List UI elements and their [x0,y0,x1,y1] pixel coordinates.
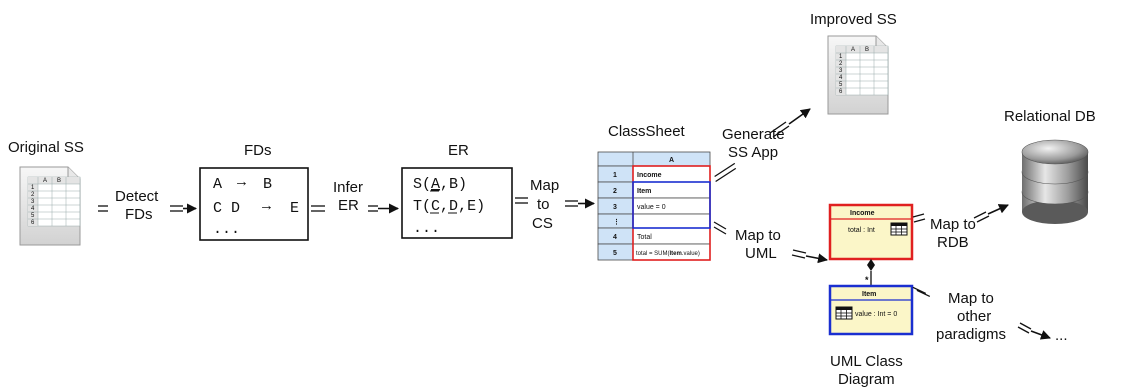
cs-cell-sum: total = SUM(Item.value) [636,251,700,257]
uml-diagram-label-2: Diagram [838,371,895,388]
uml-income-class: Income total : Int [828,203,914,261]
infer-label-2: ER [338,197,359,214]
er-ellipsis: ... [413,220,440,237]
uml-item-class: Item value : Int = 0 [828,284,914,336]
infer-step: Infer ER [311,179,399,214]
detect-label-1: Detect [115,188,159,205]
cs-row-num: 4 [613,234,617,241]
map-other-label-1: Map to [948,290,994,307]
fd-ellipsis: ... [213,221,240,238]
map-other-label-3: paradigms [936,326,1006,343]
ss-icon-row-num: 5 [31,213,35,219]
improved-ss-label: Improved SS [810,11,897,28]
cs-row-num: 5 [613,250,617,257]
uml-composition: * [865,259,875,286]
cs-cell-value: value = 0 [637,204,666,211]
classsheet-label: ClassSheet [608,123,686,140]
cs-cell-total: Total [637,234,652,241]
cs-cell-item: Item [637,188,651,195]
generate-label-1: Generate [722,126,785,143]
original-ss-label: Original SS [8,139,84,156]
ss-icon-col-a: A [851,47,855,53]
uml-income-attr: total : Int [848,227,875,234]
infer-label-1: Infer [333,179,363,196]
ss-icon-row-num: 4 [31,206,35,212]
other-ellipsis: ... [1055,327,1068,344]
generate-step: Generate SS App [714,108,811,183]
map-other-step: Map to other paradigms ... [912,286,1068,344]
uml-item-attr: value : Int = 0 [855,311,897,318]
ss-icon-row-num: 4 [839,75,843,81]
classsheet: A 1 Income 2 Item 3 value = 0 ⋮ 4 [597,151,711,261]
map-uml-label-2: UML [745,245,777,262]
fds-label: FDs [244,142,272,159]
generate-label-2: SS App [728,144,778,161]
ss-icon-row-num: 3 [31,199,35,205]
map-rdb-label-2: RDB [937,234,969,251]
map-cs-label-1: Map [530,177,559,194]
cs-item-frame [632,181,711,229]
cs-row-num: 1 [613,172,617,179]
database-icon [1021,139,1089,224]
uml-diagram-label-1: UML Class [830,353,903,370]
cs-row-num: 2 [613,188,617,195]
table-icon [835,306,853,320]
detect-label-2: FDs [125,206,153,223]
cs-rows: 1 Income 2 Item 3 value = 0 ⋮ 4 Total 5 [597,165,711,261]
map-uml-label-1: Map to [735,227,781,244]
fds-box: A → B C D → E ... [199,167,309,241]
uml-income-title: Income [850,210,875,217]
ss-icon-row-num: 1 [31,185,35,191]
cs-col-header: A [669,157,674,164]
cs-row-num: 3 [613,204,617,211]
map-other-label-2: other [957,308,991,325]
map-cs-label-3: CS [532,215,553,232]
map-rdb-step: Map to RDB [912,204,1009,251]
detect-step: Detect FDs [98,188,197,223]
uml-item-title: Item [862,291,876,298]
map-rdb-label-1: Map to [930,216,976,233]
ss-icon-row-num: 2 [839,61,843,67]
er-label: ER [448,142,469,159]
er-entity-t: T(C,D,E) [413,198,485,215]
ss-icon-row-num: 3 [839,68,843,74]
ss-icon-row-num: 1 [839,54,843,60]
fd-arrow-1: → [237,174,246,191]
fd-line-1-lhs: A [213,176,222,193]
ss-icon-row-num: 2 [31,192,35,198]
cs-row-num: ⋮ [613,218,620,226]
fd-line-2-lhs: C D [213,200,240,217]
fd-line-1-rhs: B [263,176,272,193]
fd-arrow-2: → [262,198,271,215]
map-cs-label-2: to [537,196,550,213]
map-uml-step: Map to UML [713,221,828,264]
relational-db-label: Relational DB [1004,108,1096,125]
ss-icon-col-b: B [57,178,61,184]
ss-icon-col-a: A [43,178,47,184]
cs-cell-income: Income [637,172,662,179]
er-box: S(A,B) T(C,D,E) ... [401,167,513,239]
fd-line-2-rhs: E [290,200,299,217]
table-icon [890,222,908,236]
ss-icon-row-num: 6 [31,220,35,226]
ss-icon-row-num: 6 [839,89,843,95]
er-entity-s: S(A,B) [413,176,467,193]
ss-icon-col-b: B [865,47,869,53]
ss-icon-row-num: 5 [839,82,843,88]
uml-multiplicity: * [865,275,869,285]
map-cs-step: Map to CS [515,177,595,232]
